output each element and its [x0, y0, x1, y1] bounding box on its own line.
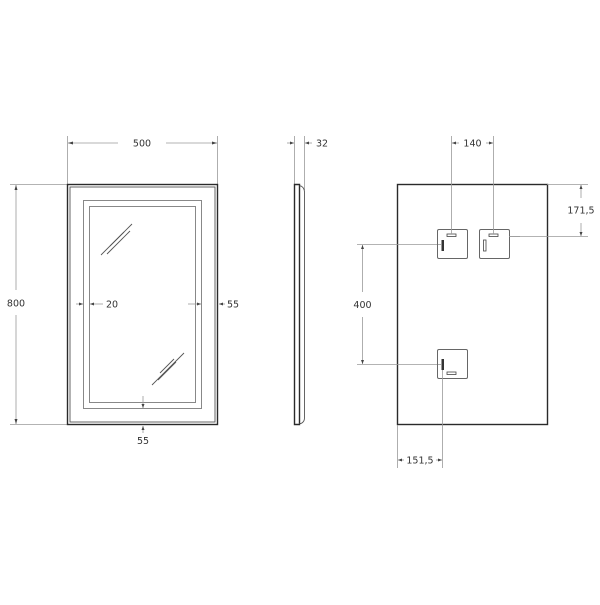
- height-label: 800: [7, 299, 25, 310]
- rear-view: 140 171,5 400: [353, 136, 595, 468]
- mirror-frame-inner-edge: [69, 186, 216, 423]
- led-strip-outline: [83, 200, 202, 409]
- side-view: 32: [287, 136, 328, 426]
- mirror-side-back-panel: [299, 185, 305, 424]
- vertical-spacing-dimension: 400: [353, 244, 443, 365]
- front-view: 500 800: [7, 136, 239, 447]
- mirror-side-profile: [293, 183, 301, 426]
- top-offset-label: 171,5: [567, 206, 594, 217]
- inner-offset-label: 20: [106, 300, 118, 311]
- mirror-back-panel: [396, 183, 549, 426]
- hanger-bracket-top-left: [437, 229, 468, 259]
- top-offset-dimension: 171,5: [494, 184, 595, 237]
- bottom-frame-label: 55: [137, 436, 149, 447]
- depth-dimension: 32: [287, 136, 328, 190]
- vertical-spacing-label: 400: [353, 300, 371, 311]
- hanger-spacing-label: 140: [463, 139, 481, 150]
- side-frame-dimension: 55: [188, 300, 239, 311]
- glass-reflection-icon: [100, 223, 185, 386]
- depth-label: 32: [316, 139, 328, 150]
- width-dimension: 500: [67, 136, 218, 184]
- inner-offset-dimension: 20: [76, 300, 118, 311]
- left-offset-label: 151,5: [406, 456, 433, 467]
- mirror-glass: [89, 206, 196, 403]
- width-label: 500: [133, 139, 151, 150]
- mirror-outer-frame: [66, 183, 219, 426]
- hanger-bracket-bottom: [437, 349, 468, 379]
- height-dimension: 800: [7, 184, 67, 425]
- left-offset-dimension: 151,5: [397, 366, 443, 468]
- side-frame-label: 55: [227, 300, 239, 311]
- hanger-bracket-top-right: [479, 229, 510, 259]
- bottom-frame-dimension: 55: [137, 396, 149, 447]
- hanger-spacing-dimension: 140: [451, 136, 494, 233]
